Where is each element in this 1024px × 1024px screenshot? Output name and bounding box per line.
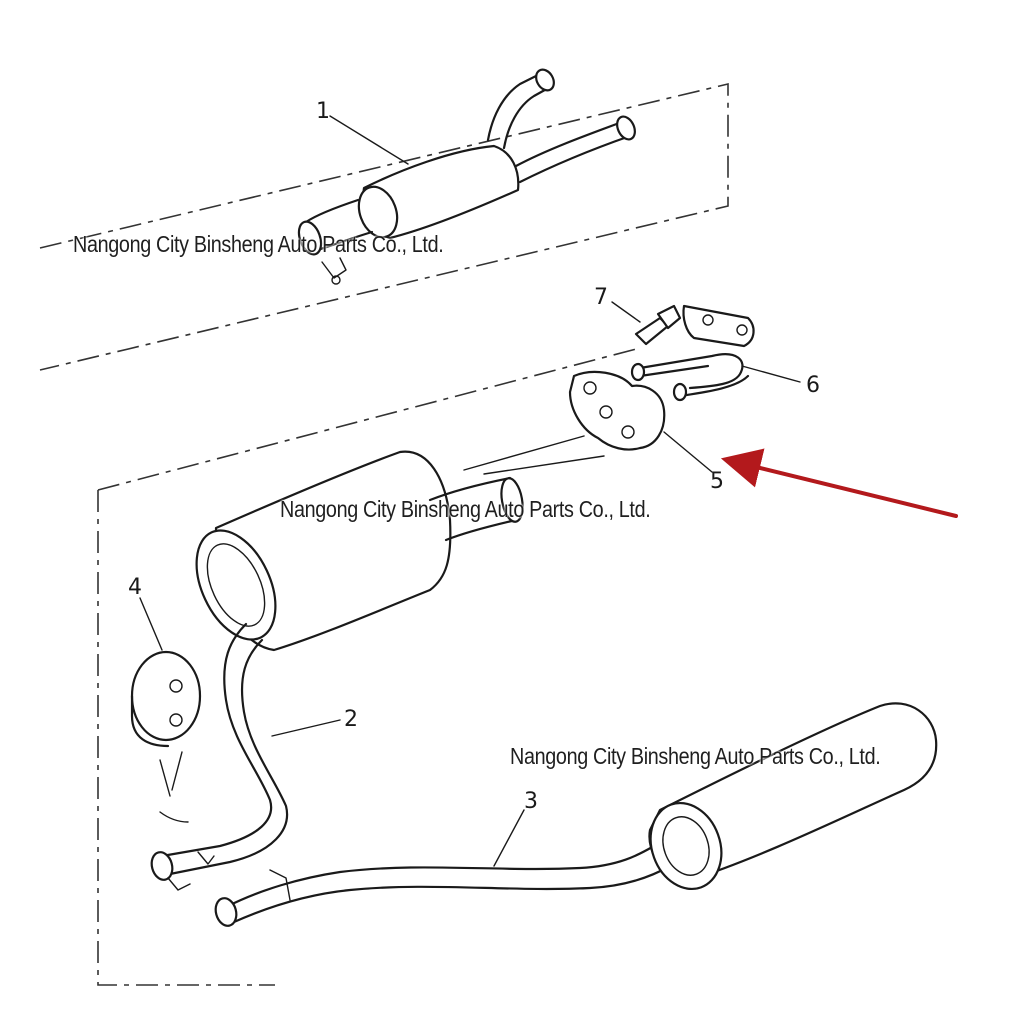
callout-3: 3: [524, 789, 538, 814]
bolt: [634, 304, 682, 346]
rear-muffler-assembly: [150, 450, 524, 891]
front-pipe-resonator: [297, 68, 636, 285]
watermark-bottom: Nangong City Binsheng Auto Parts Co., Lt…: [510, 743, 881, 769]
hanger-bracket: [630, 304, 755, 402]
callout-7: 7: [594, 285, 608, 310]
callout-2: 2: [344, 707, 358, 732]
watermark-middle: Nangong City Binsheng Auto Parts Co., Lt…: [280, 496, 651, 522]
highlight-arrow: [720, 448, 958, 518]
callout-6: 6: [806, 373, 820, 398]
group-boundary-upper: [39, 82, 729, 371]
watermark-top: Nangong City Binsheng Auto Parts Co., Lt…: [73, 231, 444, 257]
callout-4: 4: [128, 575, 142, 600]
callout-leaders: [139, 115, 801, 867]
rubber-mount-round: [130, 650, 202, 748]
callout-numbers: 1 2 3 4 5 6 7: [128, 99, 820, 814]
callout-1: 1: [316, 99, 330, 124]
callout-5: 5: [710, 469, 724, 494]
rubber-hanger: [463, 370, 666, 475]
tail-pipe-silencer: [214, 702, 938, 927]
group-boundary-lower: [97, 347, 641, 986]
